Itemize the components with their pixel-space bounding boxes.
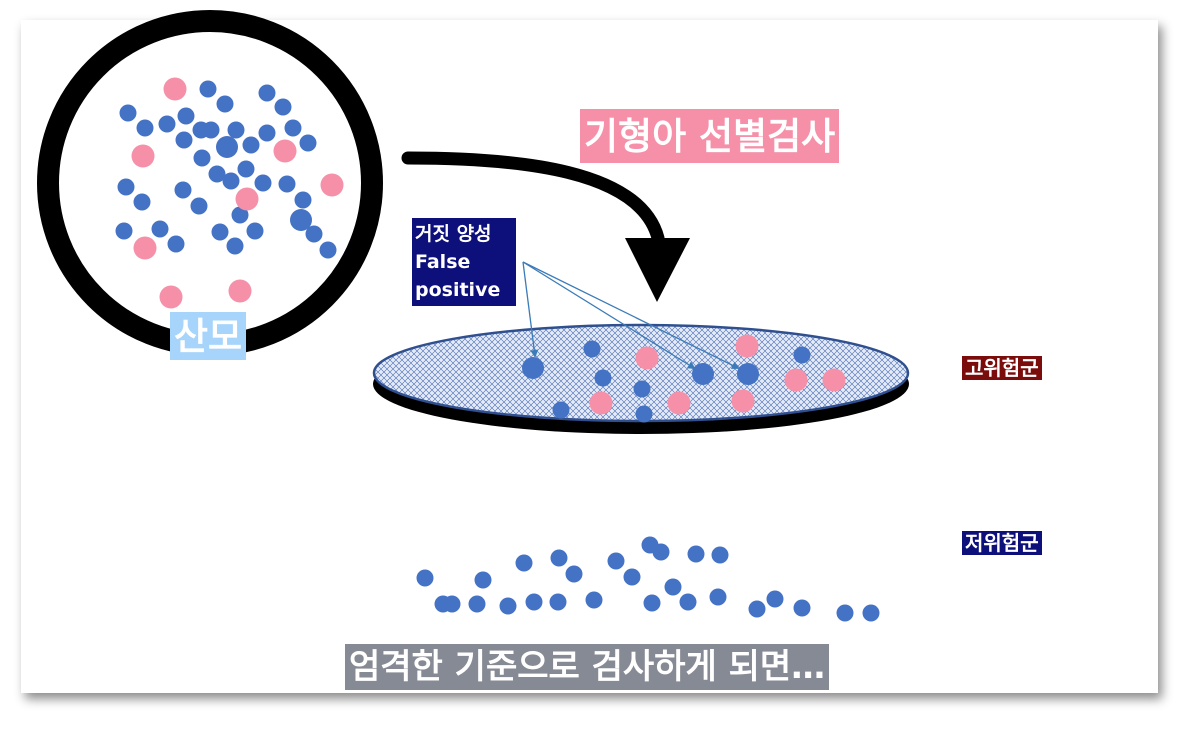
dish-blue-dots bbox=[522, 340, 811, 423]
low-risk-label: 저위험군 bbox=[962, 531, 1042, 555]
false-positive-english-1: False bbox=[415, 251, 471, 273]
false-positive-label: 거짓 양성 False positive bbox=[412, 218, 516, 306]
false-positive-korean: 거짓 양성 bbox=[415, 223, 492, 245]
dish-pink-dots bbox=[589, 334, 846, 415]
mother-population-circle bbox=[37, 10, 383, 356]
screening-dish bbox=[372, 323, 910, 434]
false-positive-pointers bbox=[522, 261, 740, 370]
mother-pink-dots bbox=[131, 77, 344, 309]
false-positive-english-2: positive bbox=[415, 279, 501, 301]
high-risk-label: 고위험군 bbox=[962, 356, 1042, 380]
caption-text: 엄격한 기준으로 검사하게 되면… bbox=[345, 644, 830, 690]
mother-blue-dots bbox=[115, 80, 337, 259]
screening-title: 기형아 선별검사 bbox=[580, 109, 840, 163]
low-risk-dots bbox=[416, 536, 880, 622]
screening-flow-arrow bbox=[401, 151, 690, 302]
mother-label: 산모 bbox=[170, 312, 247, 360]
